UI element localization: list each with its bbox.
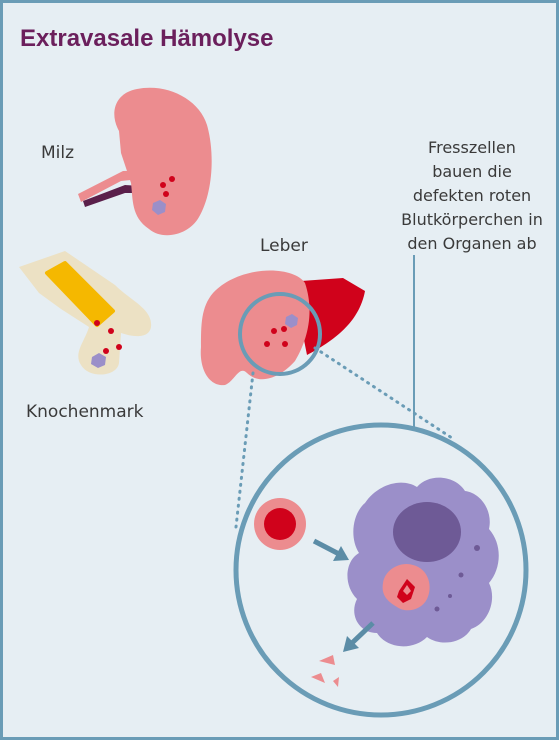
illustration-canvas [19,87,529,718]
label-liver: Leber [260,236,308,256]
bone-marrow-icon [19,251,152,375]
callout-line: defekten roten [412,186,532,205]
callout-text: Fresszellen bauen die defekten roten Blu… [392,136,552,256]
liver-icon [200,270,365,386]
zoom-connector-lines [234,346,457,529]
magnifier-circle [238,292,322,376]
zoom-view [233,422,529,718]
page-title: Extravasale Hämolyse [20,25,274,52]
callout-line: Blutkörperchen in [401,210,543,229]
macrophage-nucleus [393,502,461,562]
label-spleen: Milz [41,143,75,163]
callout-line: bauen die [432,162,512,181]
callout-line: den Organen ab [407,234,537,253]
cell-fragments [311,655,339,687]
arrow-icon [312,538,375,652]
macrophage-icon [347,477,499,647]
red-blood-cell-icon [254,498,306,550]
callout-line: Fresszellen [428,138,516,157]
label-bone-marrow: Knochenmark [26,402,144,422]
spleen-icon [78,87,212,236]
